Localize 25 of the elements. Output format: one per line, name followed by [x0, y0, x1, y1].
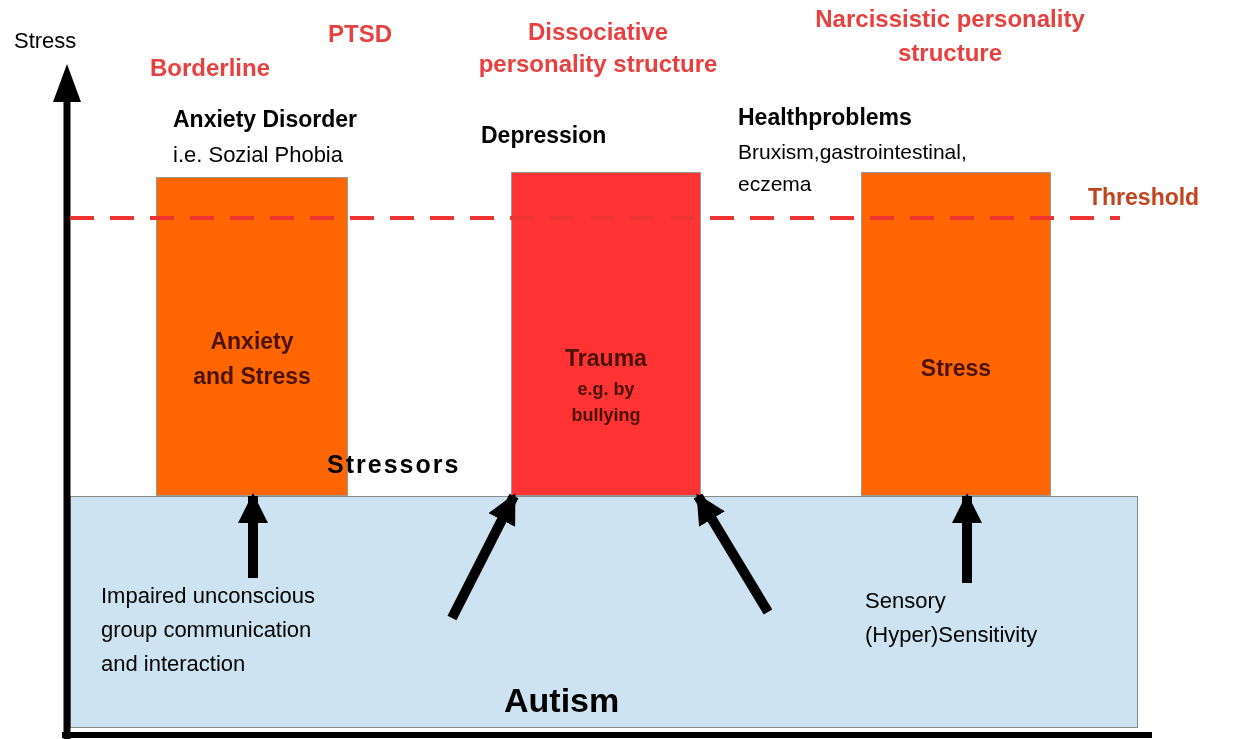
- bar-label: Anxiety and Stress: [192, 327, 312, 391]
- axis-label: Stress: [14, 27, 77, 55]
- arrow: [952, 493, 982, 583]
- disorder-label: Narcissistic personality structure: [814, 4, 1086, 68]
- condition-heading: Healthproblems: [738, 103, 912, 132]
- trait-text: Sensory (Hyper)Sensitivity: [865, 584, 1115, 652]
- arrow: [447, 493, 519, 621]
- threshold-label: Threshold: [1088, 183, 1200, 212]
- autism-label: Autism: [504, 680, 620, 721]
- arrow: [693, 493, 773, 615]
- disorder-label: Dissociative personality structure: [477, 17, 719, 79]
- bar-label: Stress: [919, 354, 993, 383]
- disorder-label: PTSD: [328, 19, 392, 49]
- stress-bar: [511, 172, 701, 496]
- condition-text: i.e. Sozial Phobia: [173, 141, 343, 169]
- bar-label: Trauma: [564, 344, 648, 373]
- autism-box: [70, 496, 1138, 728]
- condition-heading: Anxiety Disorder: [173, 105, 358, 134]
- trait-text: Impaired unconscious group communication and interaction: [101, 579, 346, 681]
- arrow: [238, 493, 268, 578]
- disorder-label: Borderline: [150, 53, 271, 83]
- bar-label: e.g. by bullying: [570, 378, 642, 427]
- stress-bar: [861, 172, 1051, 496]
- condition-heading: Depression: [481, 121, 607, 150]
- condition-text: Bruxism,gastrointestinal, eczema: [738, 139, 968, 197]
